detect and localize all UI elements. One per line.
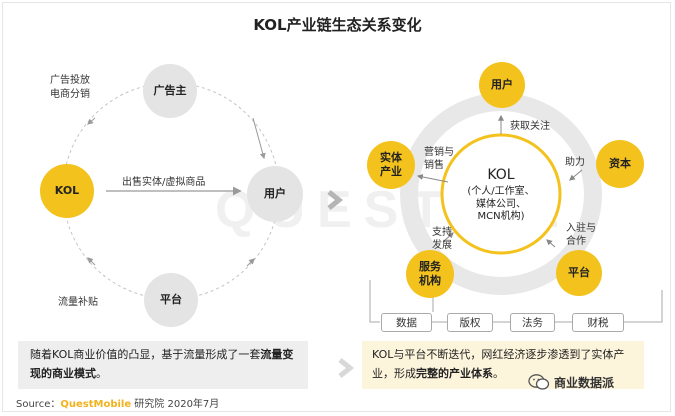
support-label-2: 发展 [432, 240, 452, 251]
advertiser-node: 广告主 [143, 64, 197, 118]
service-node: 服务 机构 [406, 250, 454, 298]
entity-node: 实体 产业 [367, 141, 415, 189]
kol-center-title: KOL [487, 166, 515, 183]
kol-node: KOL [40, 164, 94, 218]
kol-center-line3: MCN机构) [477, 211, 525, 222]
right-summary-text: KOL与平台不断迭代，网红经济逐步渗透到了实体产业，形成 [372, 348, 625, 381]
service-node-line2: 机构 [419, 274, 441, 287]
arrow-to-kol-bottom [87, 257, 96, 266]
sell-label: 出售实体/虚拟商品 [122, 177, 206, 188]
kol-center: KOL (个人/工作室、 媒体公司、 MCN机构) [445, 140, 557, 250]
service-node-line1: 服务 [419, 260, 441, 274]
arrow-to-kol-top [87, 117, 96, 125]
market-label-2: 销售 [424, 160, 444, 171]
tag-legal: 法务 [510, 313, 555, 332]
wechat-account-name: 商业数据派 [554, 375, 615, 390]
wechat-icon [528, 374, 550, 390]
right-summary-box: KOL与平台不断迭代，网红经济逐步渗透到了实体产业，形成完整的产业体系。 [362, 341, 644, 389]
support-arrow [442, 232, 454, 243]
entity-node-line2: 产业 [380, 165, 402, 178]
ad-label-2: 电商分销 [50, 89, 90, 100]
market-label-1: 营销与 [424, 147, 454, 158]
arrow-to-user-bottom [246, 258, 255, 267]
source-suffix: 研究院 2020年7月 [131, 399, 220, 410]
capital-node: 资本 [596, 140, 644, 188]
tag-finance: 财税 [572, 313, 624, 332]
kol-center-ring [440, 133, 562, 255]
kol-center-line2: 媒体公司、 [476, 198, 526, 210]
entity-node-line1: 实体 [380, 151, 402, 165]
user-node: 用户 [247, 166, 303, 222]
left-summary-end: 。 [96, 367, 107, 381]
assist-label: 助力 [565, 157, 585, 168]
left-summary-bold: 流量变现的商业模式 [30, 348, 294, 381]
left-summary-text: 随着KOL商业价值的凸显，基于流量形成了一套 [30, 348, 261, 361]
kol-center-line1: (个人/工作室、 [467, 186, 535, 197]
assist-arrow [569, 169, 583, 181]
bottom-chevron [338, 358, 355, 378]
transition-chevron [327, 190, 344, 210]
support-label-1: 支持 [432, 227, 452, 238]
tag-data: 数据 [381, 313, 432, 332]
settle-label-1: 入驻与 [566, 223, 596, 234]
source-note: Source：QuestMobile 研究院 2020年7月 [16, 395, 219, 410]
figure-title: KOL产业链生态关系变化 [253, 16, 422, 34]
attention-label: 获取关注 [510, 121, 550, 132]
right-summary-end: 。 [493, 367, 504, 381]
source-brand: QuestMobile [60, 399, 132, 410]
settle-arrow [546, 239, 556, 248]
right-summary-bold: 完整的产业体系 [416, 367, 493, 381]
right-platform-node: 平台 [556, 250, 602, 296]
market-arrow [416, 173, 449, 183]
traffic-label: 流量补贴 [58, 297, 98, 308]
service-bracket-left [369, 280, 380, 323]
wechat-badge: 商业数据派 [528, 373, 614, 391]
right-user-node: 用户 [479, 62, 525, 108]
left-summary-box: 随着KOL商业价值的凸显，基于流量形成了一套流量变现的商业模式。 [18, 341, 308, 389]
arrow-to-user-top [252, 117, 266, 160]
platform-node: 平台 [144, 273, 198, 327]
figure-frame [2, 2, 671, 412]
source-prefix: Source： [16, 399, 61, 410]
settle-label-2: 合作 [566, 236, 586, 247]
ad-label-1: 广告投放 [50, 75, 90, 86]
tag-copyright: 版权 [447, 313, 493, 332]
service-bracket-right [658, 290, 663, 323]
